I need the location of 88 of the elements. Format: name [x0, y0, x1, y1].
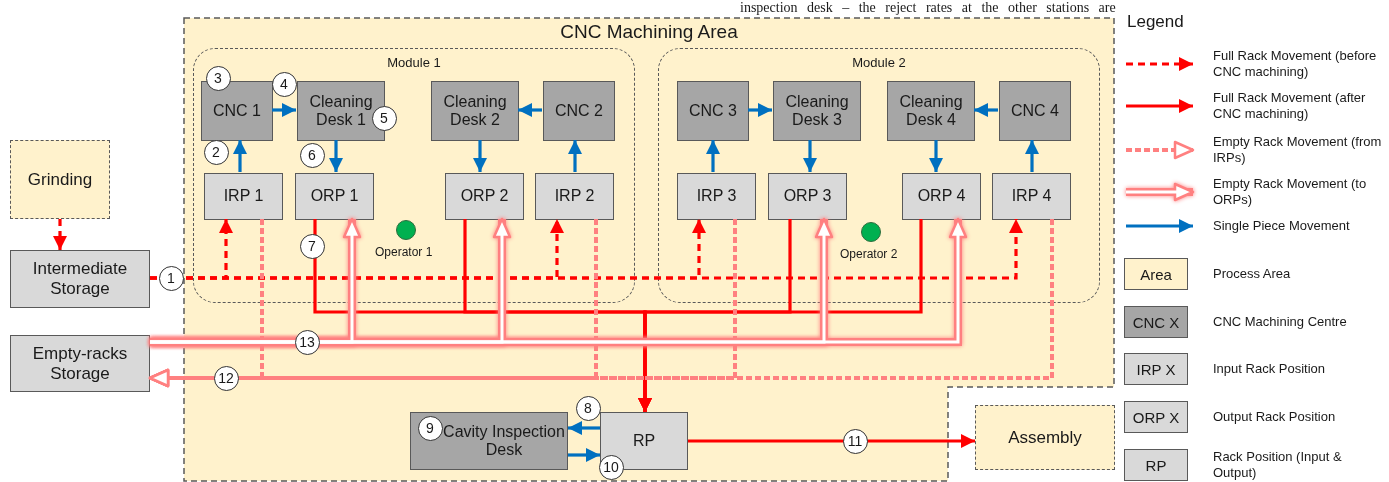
machine-box [201, 81, 273, 141]
box-label: IRP 2 [554, 187, 595, 206]
arrow [974, 103, 998, 117]
box-label: CNC 4 [1011, 101, 1059, 121]
arrow [329, 140, 343, 172]
machine-box [773, 81, 861, 141]
legend-text: Empty Rack Movement (from IRPs) [1213, 134, 1383, 166]
box-label: Cleaning Desk 4 [898, 92, 964, 130]
legend-text: Full Rack Movement (before CNC machining) [1213, 48, 1378, 80]
arrow [568, 448, 600, 462]
machine-box [410, 412, 568, 470]
area-title: CNC Machining Area [559, 21, 739, 43]
legend-sample-box: ORP X [1124, 401, 1188, 433]
callout-number: 1 [158, 265, 184, 291]
arrow [803, 140, 817, 172]
rack-position-box [677, 173, 756, 220]
box-label: IRP 3 [696, 187, 737, 206]
arrow [748, 103, 772, 117]
legend-sample-box: RP [1124, 449, 1188, 481]
box-label: CNC 1 [213, 101, 261, 121]
arrow [568, 140, 582, 172]
box-label: Empty-racks Storage [31, 343, 129, 384]
dashed-arrow [150, 219, 1023, 280]
operator-label: Operator 1 [375, 245, 433, 259]
rack-position-box [295, 173, 374, 220]
box-label: Cleaning Desk 2 [442, 92, 508, 130]
rack-position-box [992, 173, 1071, 220]
box-label: IRP 1 [223, 187, 264, 206]
operator-label: Operator 2 [840, 247, 898, 261]
storage-box [10, 335, 150, 392]
box-label: Grinding [27, 169, 93, 190]
legend-text: Process Area [1213, 266, 1292, 282]
arrow [638, 219, 923, 412]
arrow [1025, 140, 1039, 172]
arrow [233, 140, 247, 172]
legend-sample-box: Area [1124, 258, 1188, 290]
rack-position-box [600, 412, 688, 470]
legend-sample-box: IRP X [1124, 353, 1188, 385]
arrow [688, 434, 975, 448]
box-label: CNC 3 [689, 101, 737, 121]
box-label: Cleaning Desk 1 [308, 92, 374, 130]
module-title: Module 2 [851, 55, 907, 70]
process-area-box [975, 405, 1115, 470]
box-label: ORP 4 [917, 187, 966, 206]
box-label: Cavity Inspection Desk [443, 422, 565, 460]
rack-position-box [445, 173, 524, 220]
arrow [272, 103, 296, 117]
rack-position-box [204, 173, 283, 220]
arrow [706, 140, 720, 172]
legend-text: Full Rack Movement (after CNC machining) [1213, 90, 1367, 122]
legend-text: Input Rack Position [1213, 361, 1326, 377]
box-label: CNC 2 [555, 101, 603, 121]
machine-box [677, 81, 749, 141]
box-label: Intermediate Storage [31, 259, 129, 299]
machine-box [999, 81, 1071, 141]
box-label: RP [632, 431, 656, 451]
arrow [568, 421, 600, 435]
box-label: ORP 1 [310, 187, 359, 206]
legend-text: Rack Position (Input & Output) [1213, 449, 1343, 481]
storage-box [10, 250, 150, 308]
legend-title: Legend [1127, 12, 1184, 32]
module-area [193, 48, 635, 303]
arrow [518, 103, 542, 117]
legend-sample-box: CNC X [1124, 306, 1188, 338]
box-label: ORP 2 [460, 187, 509, 206]
dashed-arrow [53, 219, 67, 250]
process-area [183, 17, 1115, 482]
dashed-arrow [148, 219, 1054, 388]
box-label: Cleaning Desk 3 [784, 92, 850, 130]
rack-position-box [902, 173, 981, 220]
box-label: IRP 4 [1011, 187, 1052, 206]
legend-text: Output Rack Position [1213, 409, 1337, 425]
box-label: Assembly [1008, 427, 1082, 448]
process-area-box [10, 140, 110, 219]
module-area [658, 48, 1100, 303]
machine-box [431, 81, 519, 141]
machine-box [543, 81, 615, 141]
machine-box [887, 81, 975, 141]
text-fragment: inspection desk – the reject rates at the other stations are [740, 0, 1116, 15]
module-title: Module 1 [386, 55, 442, 70]
legend-text: Single Piece Movement [1213, 218, 1351, 234]
legend-text: Empty Rack Movement (to ORPs) [1213, 176, 1368, 208]
arrow [473, 140, 487, 172]
legend-text: CNC Machining Centre [1213, 314, 1348, 330]
rack-position-box [535, 173, 614, 220]
box-label: ORP 3 [783, 187, 832, 206]
arrow [929, 140, 943, 172]
rack-position-box [768, 173, 847, 220]
